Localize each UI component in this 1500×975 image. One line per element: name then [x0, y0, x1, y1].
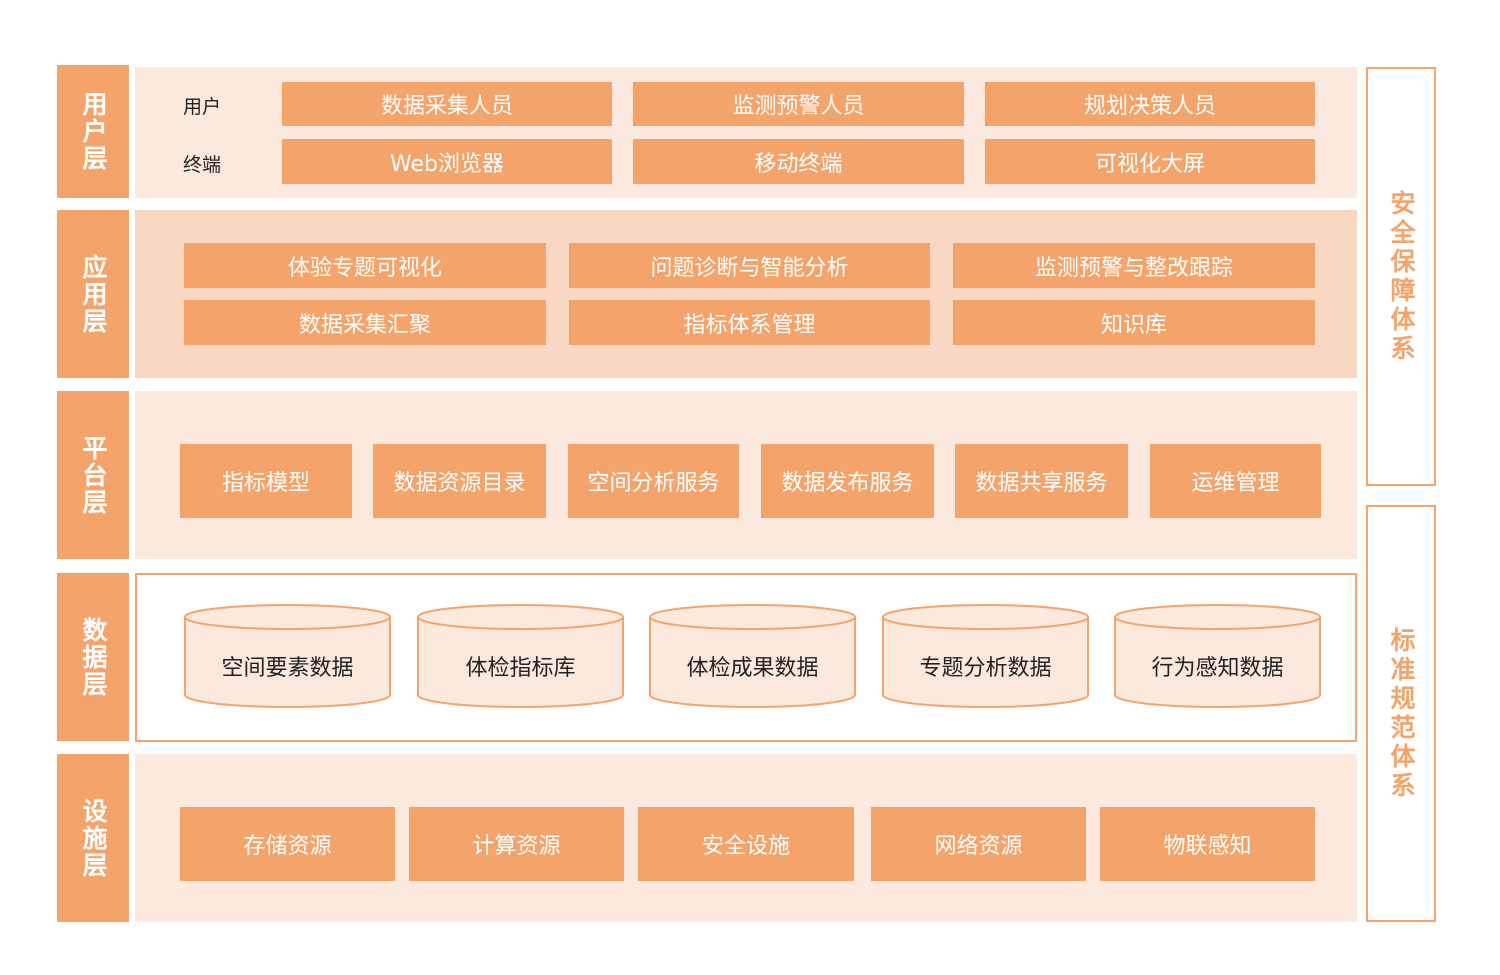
- standard-system-column: 标准规范体系: [1366, 505, 1436, 922]
- user-box-data-collector: 数据采集人员: [282, 82, 612, 126]
- user-box-monitor: 监测预警人员: [633, 82, 964, 126]
- app-box-diagnosis: 问题诊断与智能分析: [569, 243, 930, 288]
- infra-box-storage: 存储资源: [180, 807, 395, 881]
- app-box-data-aggregation: 数据采集汇聚: [184, 300, 546, 345]
- terminal-box-web: Web浏览器: [282, 139, 612, 184]
- cyl-thematic-analysis-label: 专题分析数据: [919, 656, 1052, 681]
- terminal-box-mobile: 移动终端: [633, 139, 964, 184]
- infra-layer-label: 设施层: [57, 754, 129, 922]
- platform-box-ops-management: 运维管理: [1150, 444, 1321, 518]
- cyl-indicator-library-label: 体检指标库: [465, 656, 576, 681]
- platform-box-data-sharing: 数据共享服务: [955, 444, 1128, 518]
- app-box-knowledge-base: 知识库: [953, 300, 1315, 345]
- app-box-visualization: 体验专题可视化: [184, 243, 546, 288]
- cyl-checkup-results-shape: [649, 604, 856, 708]
- cyl-indicator-library-shape: [417, 604, 624, 708]
- platform-box-spatial-analysis: 空间分析服务: [568, 444, 739, 518]
- cyl-spatial-features-shape: [184, 604, 391, 708]
- cyl-checkup-results-label: 体检成果数据: [686, 656, 819, 681]
- user-row-label: 用户: [183, 96, 222, 118]
- platform-box-indicator-model: 指标模型: [180, 444, 352, 518]
- platform-layer-label: 平台层: [57, 391, 129, 559]
- app-layer-label: 应用层: [57, 210, 129, 378]
- cyl-thematic-analysis-shape: [882, 604, 1089, 708]
- platform-box-resource-catalog: 数据资源目录: [373, 444, 546, 518]
- app-layer-panel: [135, 210, 1357, 378]
- cyl-spatial-features-label: 空间要素数据: [221, 656, 354, 681]
- user-layer-label: 用户层: [57, 65, 129, 198]
- terminal-row-label: 终端: [183, 154, 222, 176]
- app-box-warning-tracking: 监测预警与整改跟踪: [953, 243, 1315, 288]
- infra-box-security: 安全设施: [638, 807, 854, 881]
- user-box-planner: 规划决策人员: [985, 82, 1315, 126]
- app-box-indicator-management: 指标体系管理: [569, 300, 930, 345]
- terminal-box-bigscreen: 可视化大屏: [985, 139, 1315, 184]
- cyl-behavior-sensing-label: 行为感知数据: [1151, 656, 1284, 681]
- security-system-column: 安全保障体系: [1366, 67, 1436, 486]
- data-layer-label: 数据层: [57, 573, 129, 741]
- cyl-behavior-sensing-shape: [1114, 604, 1321, 708]
- platform-box-data-publishing: 数据发布服务: [761, 444, 934, 518]
- infra-box-compute: 计算资源: [409, 807, 624, 881]
- infra-box-iot: 物联感知: [1100, 807, 1315, 881]
- infra-box-network: 网络资源: [871, 807, 1086, 881]
